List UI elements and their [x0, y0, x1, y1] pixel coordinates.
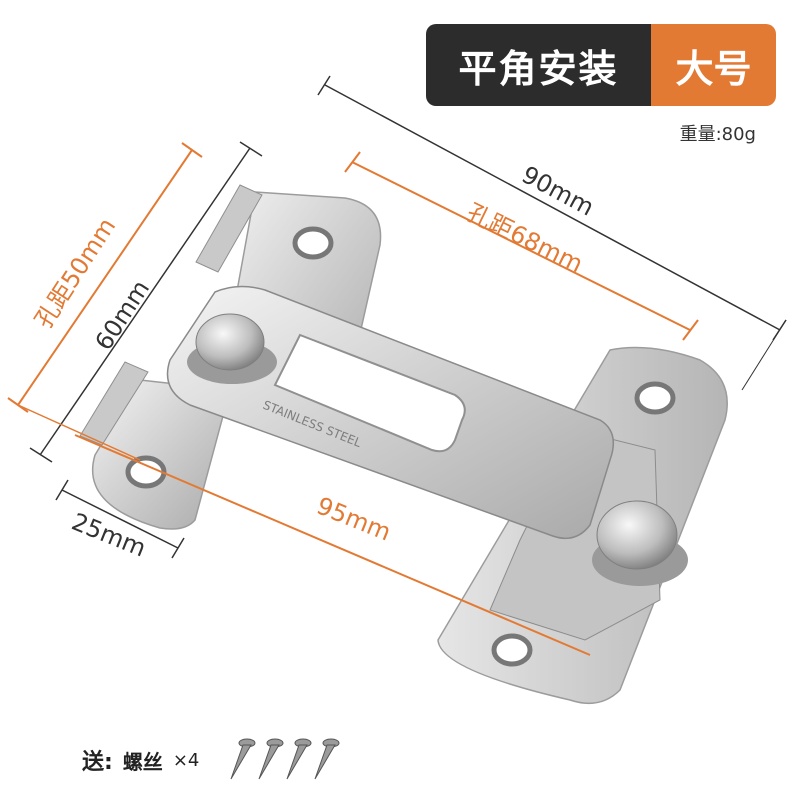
accessory-count: ×4 — [172, 749, 200, 771]
accessory-row: 送: 螺丝 ×4 — [82, 735, 341, 785]
screw-hole — [634, 381, 676, 415]
screw-hole — [125, 455, 167, 489]
title-badge: 平角安装 大号 — [426, 24, 776, 106]
dimension-label-95mm: 95mm — [313, 492, 395, 547]
weight-label: 重量:80g — [679, 124, 756, 145]
knob-top — [187, 313, 277, 384]
accessory-item: 螺丝 — [122, 749, 163, 774]
latch-bar: STAINLESS STEEL — [166, 285, 615, 540]
screw-hole — [491, 633, 533, 667]
screws-icon — [230, 738, 340, 780]
screw-hole — [292, 226, 334, 260]
dimension-label-90mm: 90mm — [517, 161, 598, 222]
accessory-label: 送: — [82, 750, 113, 775]
knob-bottom — [592, 500, 688, 586]
size-label: 大号 — [651, 24, 776, 106]
install-type-label: 平角安装 — [426, 24, 651, 106]
